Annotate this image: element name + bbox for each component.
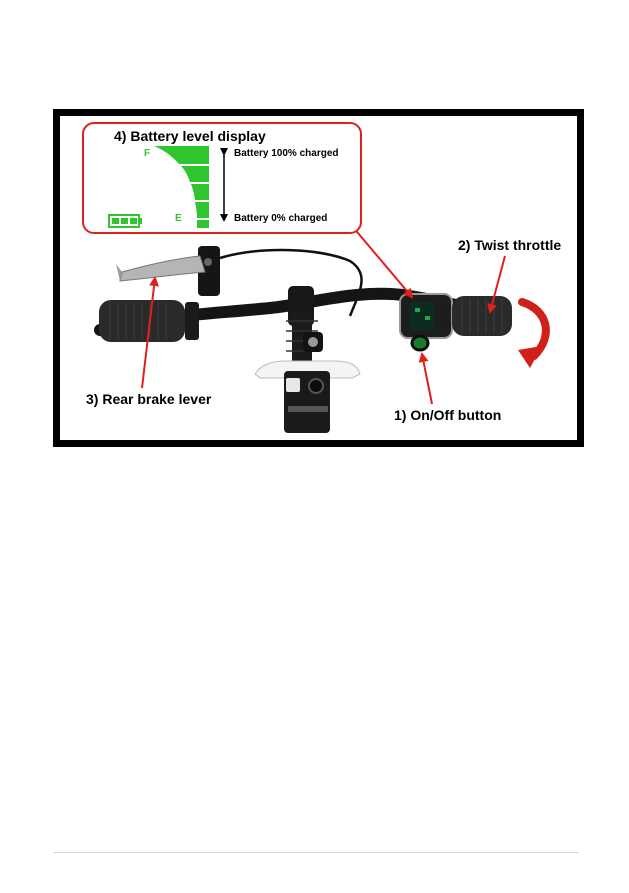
battery-bar-4 (181, 166, 209, 182)
twist-throttle-grip (452, 296, 512, 336)
battery-bar-1 (197, 220, 209, 228)
brake-pointer (141, 276, 160, 389)
battery-bar-5 (154, 146, 209, 164)
rotation-arrowhead (518, 346, 542, 368)
rear-brake-lever (116, 246, 220, 296)
figure-canvas: 4) Battery level display F E Battery 100… (60, 116, 577, 440)
handlebar-photo (94, 225, 550, 433)
twist-throttle-label: 2) Twist throttle (458, 237, 562, 253)
throttle-pointer (487, 255, 506, 314)
battery-full-text: Battery 100% charged (234, 148, 339, 159)
on-off-label: 1) On/Off button (394, 407, 502, 423)
grip-collar (185, 302, 199, 340)
key-switch-box (254, 360, 361, 433)
battery-display-title: 4) Battery level display (114, 128, 266, 144)
battery-bar-2 (195, 202, 209, 218)
throttle-display-unit (399, 293, 453, 352)
battery-icon (108, 214, 142, 228)
battery-graphic (108, 146, 228, 228)
full-label: F (144, 148, 151, 159)
battery-display-callout: 4) Battery level display F E Battery 100… (82, 122, 362, 234)
left-grip-texture (109, 302, 167, 340)
onoff-pointer (418, 352, 433, 405)
figure-frame: 4) Battery level display F E Battery 100… (53, 109, 584, 447)
footer-divider (53, 852, 579, 853)
battery-bar-3 (191, 184, 209, 200)
empty-label: E (175, 213, 182, 224)
display-pointer (351, 225, 414, 299)
battery-empty-text: Battery 0% charged (234, 213, 328, 224)
rear-brake-label: 3) Rear brake lever (86, 391, 212, 407)
